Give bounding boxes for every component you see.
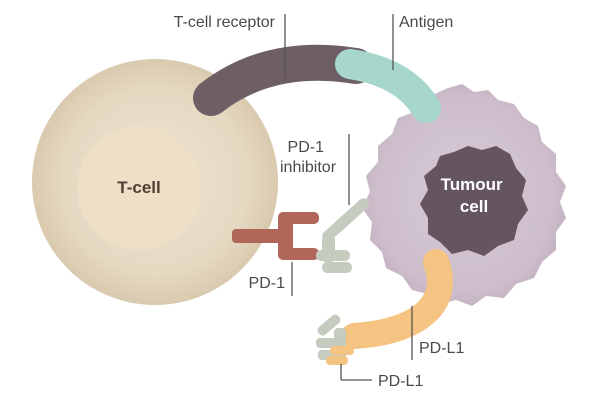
pdl1-ligand [341,249,453,349]
antigen-label: Antigen [399,14,453,31]
tumour-nucleus [420,146,528,256]
t-cell-nucleus [77,126,201,250]
soluble-pdl1-complex [316,314,354,365]
t-cell-receptor [193,44,374,116]
pd1-inhibitor-label: PD-1 inhibitor [280,139,337,176]
t-cell: T-cell [32,59,278,305]
antigen [335,49,441,123]
pdl1-upper-label: PD-L1 [419,340,464,357]
pd1-inhibitor-antibody [316,198,370,273]
t-cell-receptor-label: T-cell receptor [174,14,276,31]
receptor-antigen-complex [193,44,441,123]
t-cell-label: T-cell [117,178,160,197]
pdl1-lower-label: PD-L1 [378,373,423,390]
leader-lines [284,14,413,381]
tumour-cell-label: Tumour cell [441,175,508,216]
pd1-label: PD-1 [249,275,286,292]
pd1-receptor [232,212,319,260]
tumour-cell: Tumour cell [362,84,566,306]
